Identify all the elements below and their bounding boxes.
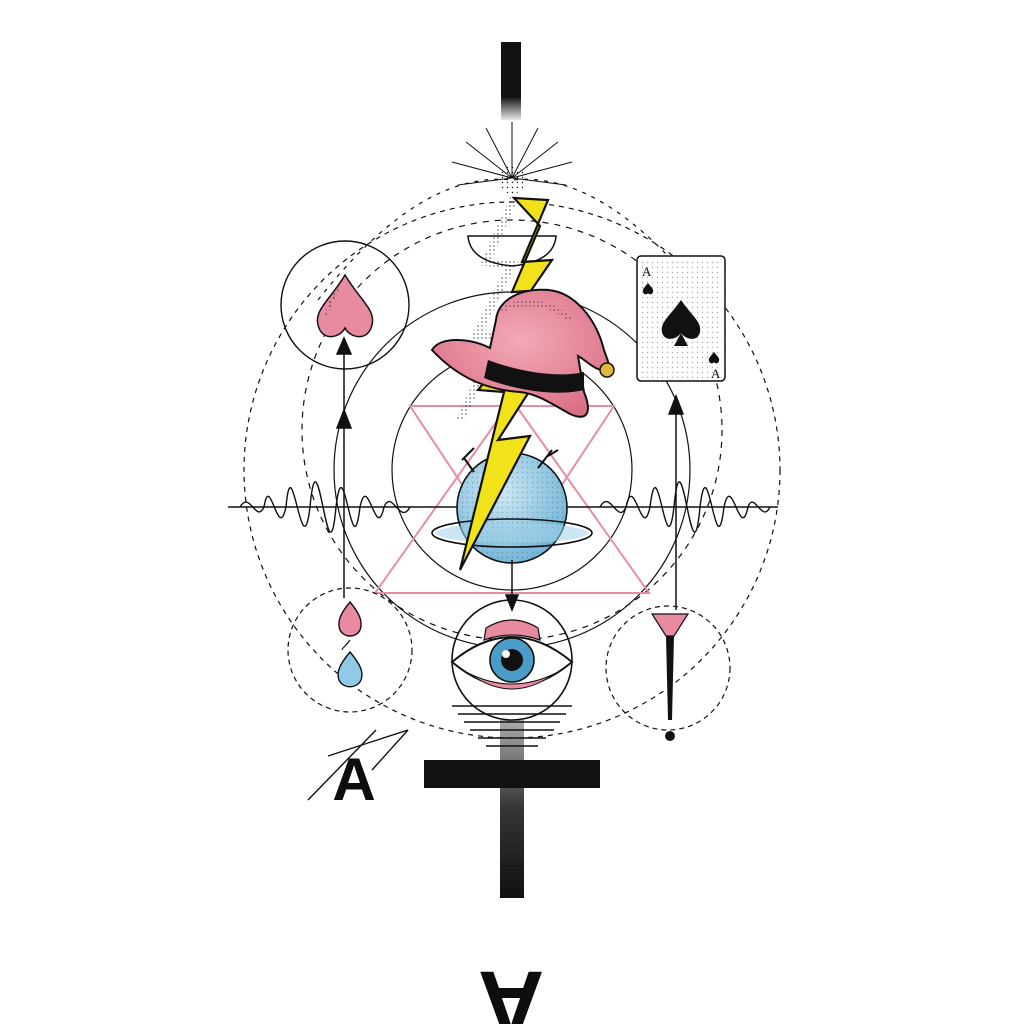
down-arrow — [504, 560, 520, 613]
top-bar — [501, 42, 521, 120]
left-letter: A — [307, 729, 409, 813]
card-rank-top: A — [642, 264, 652, 279]
right-arrow-line — [667, 393, 685, 610]
exclamation-icon — [650, 613, 690, 741]
eye-circle — [450, 599, 574, 721]
bottom-letter: A — [478, 952, 544, 1024]
teardrop-icons — [337, 600, 363, 688]
spade-circle — [280, 240, 410, 370]
jester-hat-icon — [430, 288, 615, 418]
exclamation-circle — [605, 605, 731, 741]
spade-icon — [316, 273, 374, 338]
left-arrow-line — [335, 336, 353, 598]
ace-of-spades-card: A A — [636, 255, 726, 382]
starburst — [451, 122, 573, 194]
letter-a-left: A — [332, 746, 375, 813]
inverted-cross-icon — [424, 720, 600, 898]
eye-icon — [450, 619, 574, 690]
letter-a-bottom: A — [478, 952, 544, 1024]
card-rank-bottom: A — [711, 366, 721, 381]
drops-circle — [287, 587, 413, 713]
